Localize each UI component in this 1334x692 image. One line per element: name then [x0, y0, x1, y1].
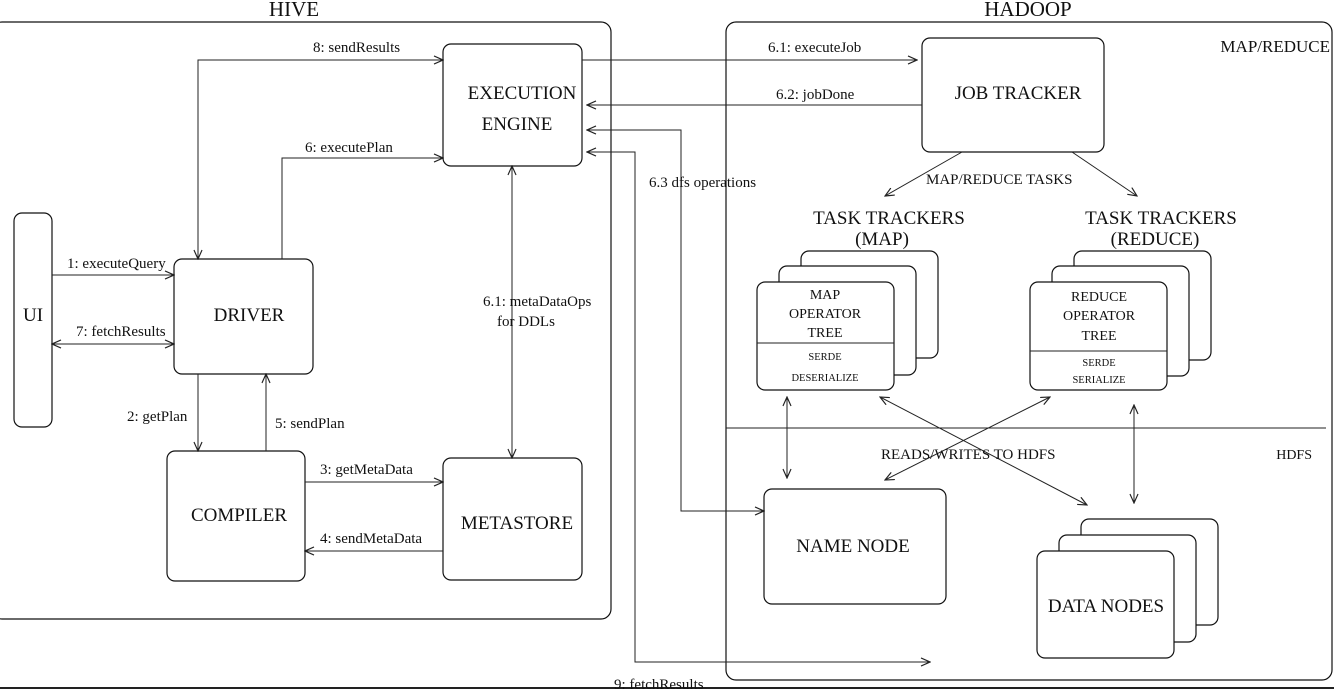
ui-label: UI [23, 305, 43, 326]
fetch-results-hdfs-arrow [587, 152, 930, 662]
job-done-label: 6.2: jobDone [776, 87, 855, 103]
execute-plan-label: 6: executePlan [305, 140, 393, 156]
fetch-results-hdfs-label: 9: fetchResults [614, 677, 704, 692]
reduce-operator-tree-line1: REDUCE [1071, 290, 1127, 305]
metadata-ops-label-line1: 6.1: metaDataOps [483, 294, 591, 310]
task-trackers-reduce-title-line2: (REDUCE) [1111, 229, 1200, 250]
task-trackers-map-title-line2: (MAP) [855, 229, 909, 250]
reduce-namenode-cross-arrow [885, 397, 1050, 480]
map-operator-tree-line2: OPERATOR [789, 307, 862, 322]
task-trackers-map-title-line1: TASK TRACKERS [813, 208, 965, 229]
map-operator-tree-line3: TREE [808, 326, 843, 341]
send-metadata-label: 4: sendMetaData [320, 531, 422, 547]
execute-plan-arrow [281, 158, 443, 259]
task-trackers-reduce-title-line1: TASK TRACKERS [1085, 208, 1237, 229]
job-tracker-label: JOB TRACKER [955, 83, 1082, 104]
reduce-tasks-arrow [1071, 151, 1137, 196]
map-tasks-arrow [885, 151, 963, 196]
metastore-label: METASTORE [461, 513, 573, 534]
name-node-box[interactable]: NAME NODE [763, 488, 947, 605]
mapreduce-section-label: MAP/REDUCE [1220, 37, 1330, 56]
driver-label: DRIVER [214, 305, 285, 326]
data-nodes-stack[interactable]: DATA NODES [1036, 518, 1219, 659]
execute-job-label: 6.1: executeJob [768, 40, 861, 56]
reduce-operator-tree-line2: OPERATOR [1063, 309, 1136, 324]
driver-box[interactable]: DRIVER [173, 258, 314, 375]
metadata-ops-label-line2: for DDLs [497, 314, 555, 330]
data-nodes-label: DATA NODES [1048, 596, 1164, 617]
execution-engine-label-line1: EXECUTION [468, 83, 577, 104]
send-results-arrow [198, 60, 443, 259]
map-task-tracker-stack[interactable]: MAP OPERATOR TREE SERDE DESERIALIZE [756, 250, 939, 391]
map-reduce-tasks-label: MAP/REDUCE TASKS [926, 172, 1072, 188]
send-results-label: 8: sendResults [313, 40, 400, 56]
reduce-task-tracker-stack[interactable]: REDUCE OPERATOR TREE SERDE SERIALIZE [1029, 250, 1212, 391]
execute-query-label: 1: executeQuery [67, 256, 166, 272]
map-serde-line1: SERDE [808, 352, 841, 363]
hive-section-title: HIVE [269, 0, 319, 21]
reads-writes-hdfs-label: READS/WRITES TO HDFS [881, 447, 1055, 463]
reduce-serde-line1: SERDE [1082, 358, 1115, 369]
ui-box[interactable]: UI [13, 212, 53, 428]
execution-engine-label-line2: ENGINE [482, 114, 553, 135]
send-plan-label: 5: sendPlan [275, 416, 345, 432]
map-operator-tree-line1: MAP [810, 288, 841, 303]
metastore-box[interactable]: METASTORE [442, 457, 583, 581]
hadoop-section-title: HADOOP [984, 0, 1072, 21]
hdfs-section-label: HDFS [1276, 448, 1312, 463]
compiler-label: COMPILER [191, 505, 287, 526]
map-serde-line2: DESERIALIZE [791, 373, 858, 384]
reduce-operator-tree-line3: TREE [1082, 329, 1117, 344]
fetch-results-ui-label: 7: fetchResults [76, 324, 166, 340]
get-plan-label: 2: getPlan [127, 409, 188, 425]
get-metadata-label: 3: getMetaData [320, 462, 413, 478]
dfs-operations-label: 6.3 dfs operations [649, 175, 756, 191]
name-node-label: NAME NODE [796, 536, 909, 557]
compiler-box[interactable]: COMPILER [166, 450, 306, 582]
job-tracker-box[interactable]: JOB TRACKER [921, 37, 1105, 153]
execution-engine-box[interactable]: EXECUTION ENGINE [442, 43, 583, 167]
reduce-serde-line2: SERIALIZE [1072, 375, 1125, 386]
